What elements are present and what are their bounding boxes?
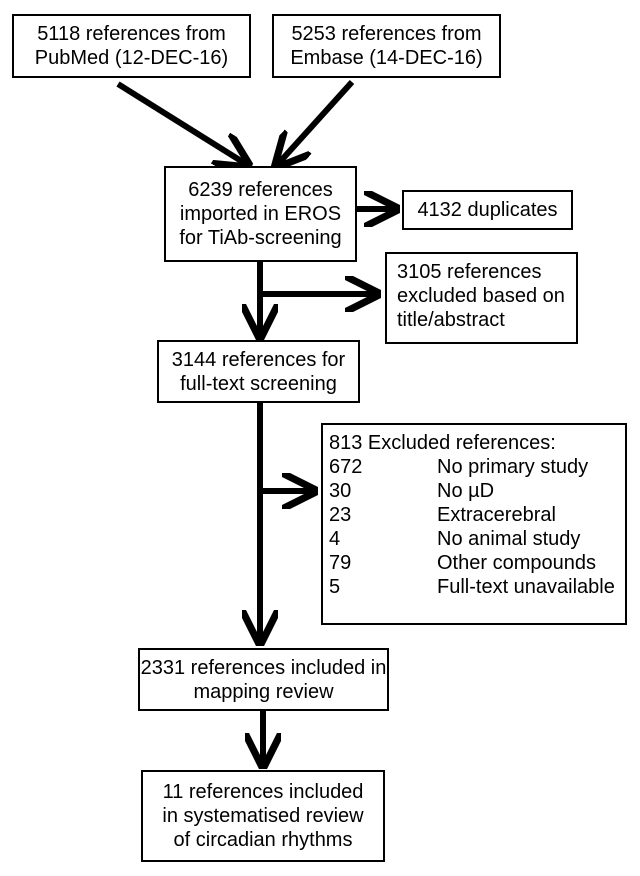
excluded-row: 4 No animal study [329, 527, 625, 551]
excluded-count: 23 [329, 504, 352, 526]
box-imported-line-1: 6239 references [188, 179, 333, 201]
excluded-reason: No primary study [437, 456, 589, 478]
box-fulltext: 3144 references for full-text screening [157, 340, 360, 403]
excluded-count: 5 [329, 576, 341, 598]
box-excluded-tiab: 3105 references excluded based on title/… [385, 252, 578, 344]
box-excluded-tiab-line-2: excluded based on [397, 285, 565, 307]
box-imported: 6239 references imported in EROS for TiA… [164, 166, 357, 262]
box-fulltext-line-1: 3144 references for [171, 348, 346, 371]
box-systematised-line-2: in systematised review [162, 805, 364, 827]
excluded-reason: Extracerebral [437, 504, 556, 526]
arrow-pubmed-to-imported [116, 81, 246, 164]
excluded-reason: No µD [437, 480, 495, 502]
box-embase-line-2: Embase (14-DEC-16) [290, 47, 483, 69]
box-systematised: 11 references included in systematised r… [141, 770, 385, 862]
excluded-fulltext-title: 813 Excluded references: [329, 432, 556, 454]
excluded-row: 23 Extracerebral [329, 503, 625, 527]
excluded-row: 79 Other compounds [329, 551, 625, 575]
excluded-reason: Full-text unavailable [437, 576, 615, 598]
excluded-count: 4 [329, 528, 341, 550]
box-embase: 5253 references from Embase (14-DEC-16) [272, 14, 501, 78]
excluded-count: 672 [329, 456, 363, 478]
box-systematised-line-3: of circadian rhythms [173, 829, 353, 851]
box-duplicates: 4132 duplicates [402, 190, 573, 230]
box-imported-line-2: imported in EROS [179, 203, 342, 225]
box-pubmed-line-2: PubMed (12-DEC-16) [34, 47, 229, 69]
excluded-row: 672 No primary study [329, 455, 625, 479]
excluded-reason: Other compounds [437, 552, 596, 574]
box-excluded-tiab-line-1: 3105 references [397, 261, 542, 283]
box-mapping: 2331 references included in mapping revi… [138, 648, 389, 711]
box-mapping-line-1: 2331 references included in [140, 656, 387, 679]
box-fulltext-line-2: full-text screening [180, 372, 337, 395]
box-systematised-line-1: 11 references included [162, 781, 364, 803]
box-excluded-fulltext: 813 Excluded references: 672 No primary … [321, 423, 627, 625]
excluded-reason: No animal study [437, 528, 581, 550]
box-mapping-line-2: mapping review [193, 680, 334, 703]
excluded-count: 79 [329, 552, 352, 574]
box-pubmed-line-1: 5118 references from [37, 23, 226, 45]
excluded-count: 30 [329, 480, 352, 502]
box-embase-line-1: 5253 references from [291, 23, 482, 45]
box-excluded-tiab-line-3: title/abstract [397, 309, 505, 331]
arrow-embase-to-imported [278, 79, 355, 164]
excluded-row: 30 No µD [329, 479, 625, 503]
excluded-row: 5 Full-text unavailable [329, 575, 625, 599]
box-duplicates-line-1: 4132 duplicates [417, 199, 558, 221]
box-pubmed: 5118 references from PubMed (12-DEC-16) [12, 14, 251, 78]
box-imported-line-3: for TiAb-screening [179, 227, 342, 249]
